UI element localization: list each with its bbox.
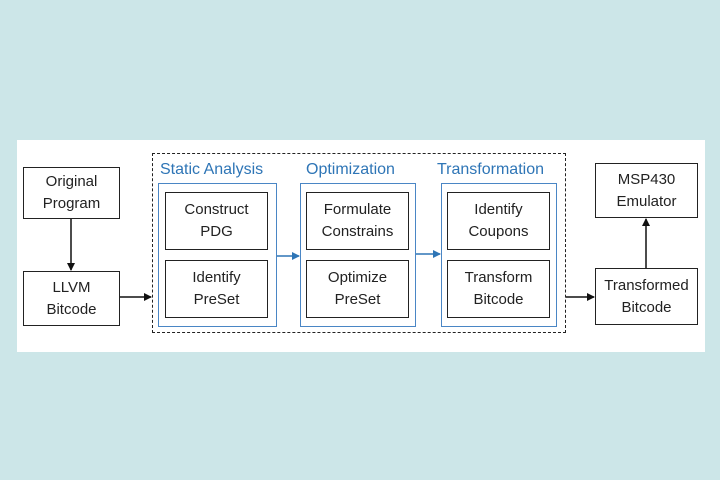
transform-bitcode-box: Transform Bitcode — [447, 260, 550, 318]
static-analysis-title: Static Analysis — [160, 161, 264, 178]
msp430-emulator-label: MSP430 Emulator — [616, 170, 677, 210]
pipeline-container — [152, 153, 566, 333]
identify-coupons-label: Identify Coupons — [468, 201, 529, 240]
optimization-group — [300, 183, 416, 327]
optimization-title: Optimization — [306, 161, 395, 178]
optimize-preset-box: Optimize PreSet — [306, 260, 409, 318]
transformation-title: Transformation — [437, 161, 544, 178]
original-program-box: Original Program — [23, 167, 120, 219]
construct-pdg-label: Construct PDG — [184, 201, 249, 240]
identify-preset-box: Identify PreSet — [165, 260, 268, 318]
optimize-preset-label: Optimize PreSet — [327, 269, 388, 308]
identify-coupons-box: Identify Coupons — [447, 192, 550, 250]
msp430-emulator-box: MSP430 Emulator — [595, 163, 698, 218]
static-analysis-group — [158, 183, 277, 327]
llvm-bitcode-label: LLVM Bitcode — [46, 278, 97, 318]
transform-bitcode-label: Transform Bitcode — [464, 269, 533, 308]
formulate-constrains-label: Formulate Constrains — [321, 201, 394, 240]
formulate-constrains-box: Formulate Constrains — [306, 192, 409, 250]
transformed-bitcode-label: Transformed Bitcode — [604, 276, 689, 316]
transformed-bitcode-box: Transformed Bitcode — [595, 268, 698, 325]
original-program-label: Original Program — [42, 173, 101, 212]
construct-pdg-box: Construct PDG — [165, 192, 268, 250]
llvm-bitcode-box: LLVM Bitcode — [23, 271, 120, 326]
transformation-group — [441, 183, 557, 327]
identify-preset-label: Identify PreSet — [192, 269, 241, 308]
